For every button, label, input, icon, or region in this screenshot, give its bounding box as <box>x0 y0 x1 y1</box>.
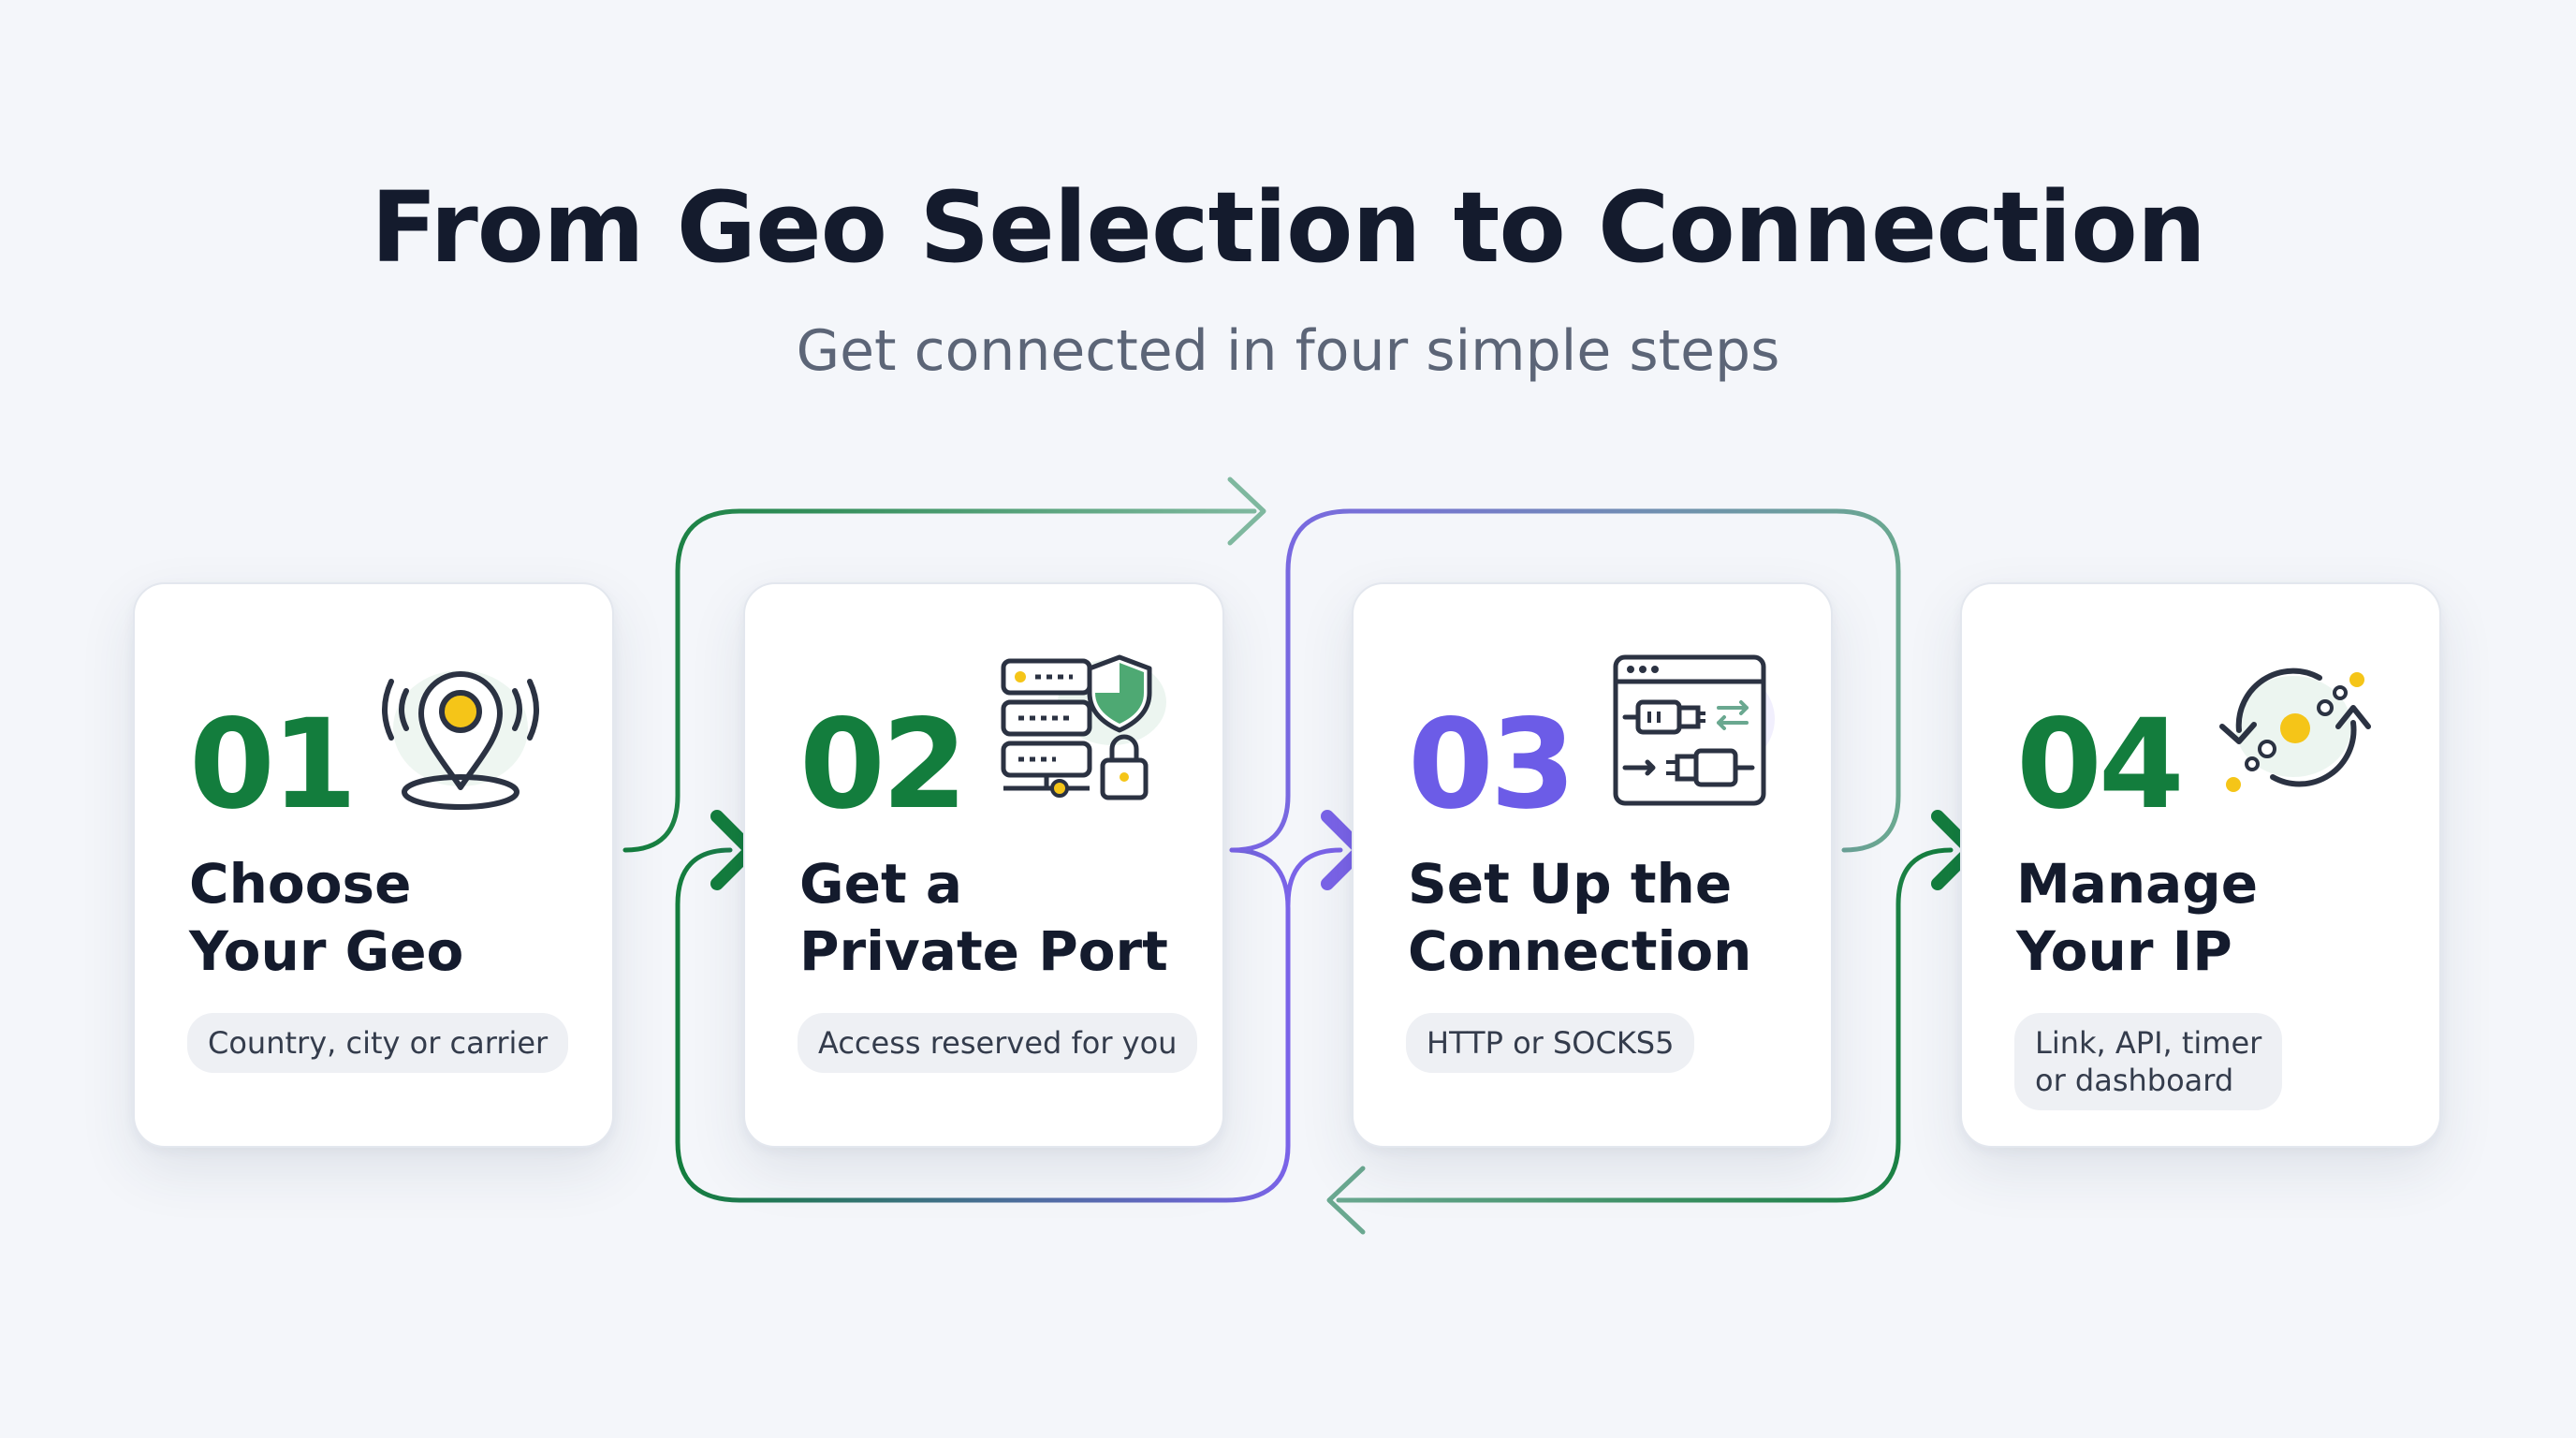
step-heading: Get a Private Port <box>799 852 1168 983</box>
connector-top-1-arrowhead <box>1227 477 1266 546</box>
location-pin-signal-icon <box>382 670 539 810</box>
step-heading: Manage Your IP <box>2016 852 2259 983</box>
step-heading: Choose Your Geo <box>189 852 464 983</box>
step-number: 01 <box>189 693 358 837</box>
step-card-2: 02 Get a Private Port Access reserved fo… <box>743 582 1224 1148</box>
connection-plugs-window-icon <box>1613 654 1775 806</box>
connector-top-1 <box>622 508 1257 853</box>
connector-left-3 <box>1285 847 1343 907</box>
step-detail-badge: Country, city or carrier <box>187 1013 569 1073</box>
step-card-4: 04 Manage Your IP Link, API, timer or da… <box>1960 582 2441 1148</box>
connector-bottom-1 <box>675 847 1291 1203</box>
step-number: 03 <box>1408 693 1576 837</box>
page-title: From Geo Selection to Connection <box>371 170 2206 285</box>
step-number: 04 <box>2016 693 2185 837</box>
step-detail-badge: Access reserved for you <box>798 1013 1198 1073</box>
server-shield-lock-icon <box>1001 654 1166 800</box>
step-card-1: 01 Choose Your Geo Country, city or carr… <box>133 582 614 1148</box>
step-detail-badge: HTTP or SOCKS5 <box>1406 1013 1695 1073</box>
page-subtitle: Get connected in four simple steps <box>796 318 1780 384</box>
step-number: 02 <box>799 693 968 837</box>
rotate-ip-icon <box>2219 668 2371 792</box>
connector-bottom-2-arrowhead <box>1326 1166 1366 1235</box>
step-card-3: 03 Set Up the Connection HTTP or SO <box>1352 582 1833 1148</box>
connector-bottom-2 <box>1336 847 1954 1203</box>
connector-top-2 <box>1229 508 1901 853</box>
step-heading: Set Up the Connection <box>1408 852 1752 983</box>
step-detail-badge: Link, API, timer or dashboard <box>2014 1013 2283 1110</box>
